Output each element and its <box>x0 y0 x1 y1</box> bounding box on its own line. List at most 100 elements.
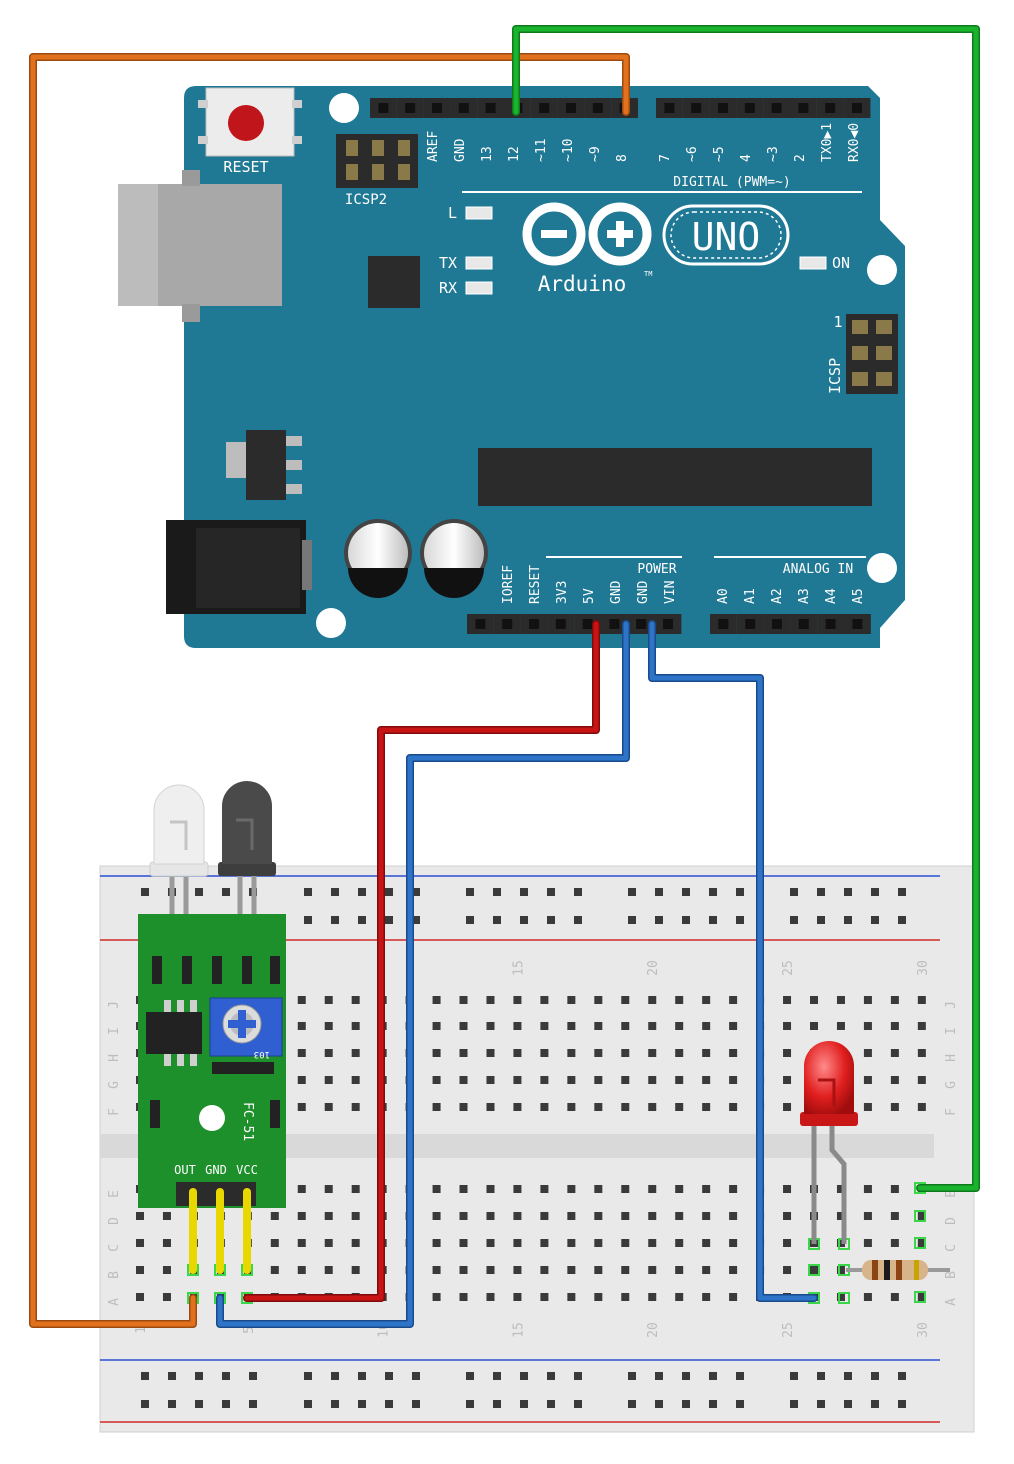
rail-hole <box>222 1400 230 1408</box>
wire-green-pin12-to-led[interactable] <box>512 25 980 1192</box>
terminal-hole <box>729 1293 738 1301</box>
terminal-hole <box>863 1293 872 1301</box>
terminal-hole <box>890 1076 899 1084</box>
row-letter: F <box>107 1108 122 1116</box>
connected-hole-marker <box>914 1291 926 1303</box>
terminal-hole <box>432 1239 441 1247</box>
rx-led-label: RX <box>439 279 457 297</box>
potentiometer[interactable]: 103 <box>209 997 283 1074</box>
terminal-hole <box>351 1076 360 1084</box>
terminal-hole <box>621 1266 630 1274</box>
logo-ring-right <box>588 202 652 266</box>
power-pin-label: IOREF <box>501 565 516 604</box>
rail-hole <box>709 916 717 924</box>
terminal-hole <box>567 1185 576 1193</box>
ir-sensor-module: 103 FC-51 OUT GND VCC <box>138 781 286 1274</box>
pot-base <box>212 1062 274 1074</box>
rail-hole <box>304 888 312 896</box>
wire-blue-gnd-to-sensor[interactable] <box>216 620 630 1328</box>
rail-hole <box>682 916 690 924</box>
ic-pin <box>190 1000 197 1012</box>
terminal-hole <box>486 1076 495 1084</box>
digital-header-pin-socket <box>539 103 550 113</box>
terminal-hole <box>783 1212 792 1220</box>
smd-part <box>182 956 192 984</box>
rail-hole <box>331 916 339 924</box>
reset-button[interactable] <box>198 87 302 157</box>
icsp-pin <box>852 346 868 360</box>
digital-pin-label: 12 <box>507 146 522 162</box>
wire-red-5v-to-vcc[interactable] <box>243 620 600 1302</box>
terminal-hole <box>621 1103 630 1111</box>
rail-hole <box>466 1372 474 1380</box>
terminal-hole <box>863 1239 872 1247</box>
terminal-hole <box>297 1049 306 1057</box>
terminal-hole <box>486 1022 495 1030</box>
uno-text: UNO <box>692 215 761 259</box>
reset-label: RESET <box>223 158 268 176</box>
terminal-hole <box>836 1293 845 1301</box>
digital-pin-label: 4 <box>739 154 754 162</box>
terminal-hole <box>702 1266 711 1274</box>
power-header-pin-socket <box>663 619 673 629</box>
rail-hole <box>195 1372 203 1380</box>
rail-hole <box>709 888 717 896</box>
analog-header-pin-socket <box>798 619 809 629</box>
terminal-hole <box>351 996 360 1004</box>
rail-hole <box>331 888 339 896</box>
terminal-hole <box>648 1185 657 1193</box>
terminal-hole <box>729 996 738 1004</box>
terminal-hole <box>594 996 603 1004</box>
row-letter: H <box>107 1054 122 1062</box>
terminal-hole <box>162 1239 171 1247</box>
ir-emitter-led <box>149 784 209 877</box>
power-pin-label: 5V <box>582 588 597 604</box>
terminal-hole <box>702 1185 711 1193</box>
rail-hole <box>898 888 906 896</box>
column-number: 20 <box>646 1322 661 1338</box>
analog-header-label: ANALOG IN <box>783 562 853 577</box>
terminal-hole <box>675 1103 684 1111</box>
terminal-hole <box>136 1266 144 1274</box>
terminal-hole <box>621 1049 630 1057</box>
wire-blue-gnd-to-led[interactable] <box>648 620 818 1302</box>
digital-pin-label: RX0◀0 <box>847 123 862 162</box>
terminal-hole <box>567 996 576 1004</box>
terminal-hole <box>648 1212 657 1220</box>
analog-pin-label: A3 <box>797 588 812 604</box>
cap-stripe <box>424 568 484 598</box>
on-led-label: ON <box>832 254 850 272</box>
digital-headers <box>370 98 871 118</box>
terminal-hole <box>351 1049 360 1057</box>
ic-pin <box>190 1054 197 1066</box>
smd-part <box>270 1100 280 1128</box>
rail-hole <box>195 888 203 896</box>
pot-code: 103 <box>254 1049 270 1059</box>
rail-hole <box>304 1400 312 1408</box>
terminal-hole <box>513 1076 522 1084</box>
ir-led-anvil <box>170 820 188 850</box>
row-letter: G <box>107 1081 122 1089</box>
terminal-hole <box>863 996 872 1004</box>
column-number: 25 <box>781 1322 796 1338</box>
terminal-hole <box>675 1022 684 1030</box>
wire-orange-pin8-to-out[interactable] <box>29 53 630 1328</box>
analog-pin-label: A5 <box>851 588 866 604</box>
terminal-hole <box>297 1185 306 1193</box>
usb-tab <box>182 170 200 186</box>
terminal-hole <box>513 1022 522 1030</box>
dc-power-jack <box>166 520 312 614</box>
terminal-hole <box>270 1239 279 1247</box>
column-number: 15 <box>511 1322 526 1338</box>
digital-pin-label: TX0▶1 <box>820 123 835 162</box>
terminal-hole <box>270 1212 279 1220</box>
terminal-hole <box>594 1266 603 1274</box>
led-flange <box>800 1112 858 1126</box>
digital-header-pin-socket <box>825 103 836 113</box>
icsp-pins <box>852 320 892 386</box>
sensor-model-label: FC-51 <box>240 1102 255 1141</box>
rail-hole <box>385 916 393 924</box>
mounting-hole <box>329 93 359 123</box>
